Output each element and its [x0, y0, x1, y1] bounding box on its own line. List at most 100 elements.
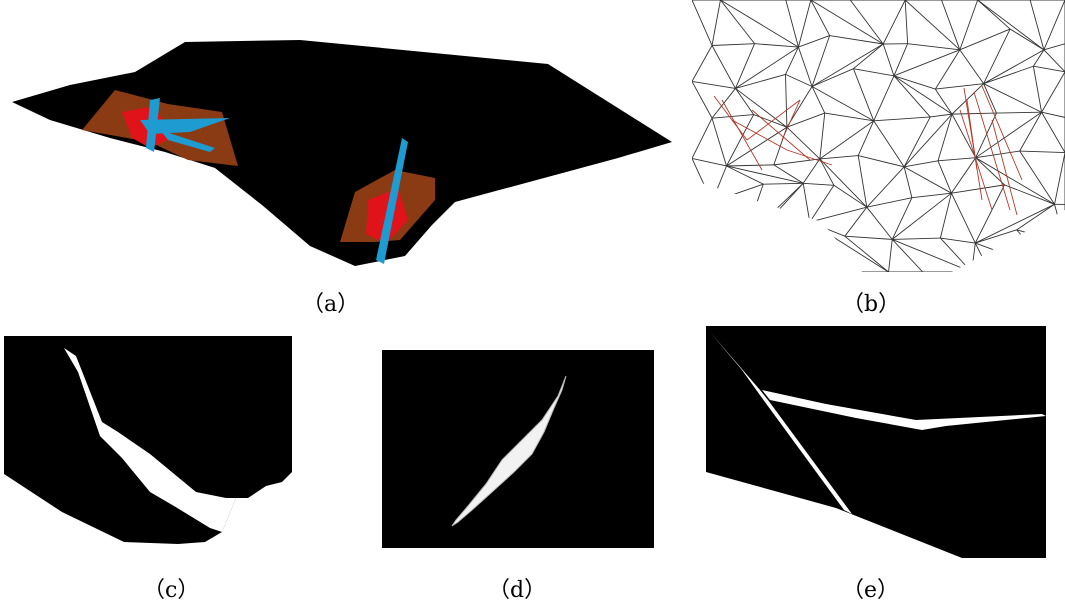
mesh-edge — [930, 114, 952, 117]
mesh-edge — [952, 113, 997, 114]
caption-b: （b） — [842, 286, 900, 318]
mesh-edge — [1042, 112, 1065, 152]
mesh-edge — [905, 0, 960, 50]
mesh-highlight-edge — [714, 96, 747, 140]
mesh-edge — [874, 117, 931, 121]
mesh-edge — [755, 44, 799, 47]
mesh-edge — [942, 0, 960, 50]
mesh-edge — [867, 207, 892, 239]
mesh-edge — [727, 166, 804, 183]
mesh-edge — [692, 0, 712, 45]
mesh-edge — [975, 185, 1004, 243]
mesh-edge — [853, 69, 894, 76]
mesh-edge — [976, 112, 1042, 157]
mesh-edge — [1020, 151, 1055, 204]
mesh-edge — [803, 159, 820, 183]
mesh-edge — [820, 156, 858, 159]
mesh-edge — [960, 29, 1010, 50]
mesh-edge — [858, 156, 904, 167]
mesh-highlight-edge — [752, 110, 810, 160]
mesh-edge — [692, 81, 712, 118]
caption-e: （e） — [842, 572, 899, 604]
mesh-edge — [712, 44, 755, 46]
mesh-edge — [727, 115, 754, 166]
mesh-edge — [803, 183, 834, 185]
mesh-edge — [692, 45, 712, 81]
mesh-edge — [735, 88, 786, 127]
mesh-edge — [798, 36, 829, 48]
mesh-edge — [1044, 44, 1065, 50]
mesh-edge — [712, 115, 754, 119]
mesh-edge — [798, 47, 812, 86]
mesh-edge — [892, 198, 912, 240]
mesh-edge — [763, 183, 803, 184]
mesh-edge — [830, 36, 884, 44]
mesh-edge — [735, 88, 753, 114]
mesh-edge — [834, 185, 867, 207]
mesh-edge — [894, 50, 960, 76]
mesh-edge — [1020, 112, 1042, 151]
mesh-edge — [978, 0, 1010, 29]
mesh-edge — [787, 113, 825, 127]
mesh-edge — [951, 193, 975, 243]
mesh-edge — [786, 0, 799, 47]
mesh-edge — [720, 0, 754, 44]
mesh-edge — [960, 50, 984, 84]
mesh-edge — [935, 84, 983, 89]
mesh-edge — [786, 74, 787, 127]
panel-a-3d-fracture-model — [0, 20, 690, 270]
mesh-edge — [940, 193, 951, 238]
panel-b-triangular-mesh — [692, 0, 1065, 272]
mesh-edge — [692, 81, 735, 88]
mesh-edge — [905, 0, 907, 44]
mesh-edge — [712, 45, 735, 88]
mesh-edge — [1042, 72, 1065, 112]
mesh-boundary-mask — [692, 180, 862, 272]
mesh-edge — [912, 193, 951, 198]
mesh-edge — [904, 167, 951, 193]
mesh-highlight-edge — [967, 100, 977, 170]
mesh-edge — [978, 0, 1044, 50]
mesh-edge — [892, 239, 923, 272]
mesh-edge — [798, 0, 810, 47]
mesh-edge — [692, 158, 727, 166]
mesh-edge — [892, 238, 940, 239]
mesh-edge — [892, 239, 971, 272]
mesh-highlight-edge — [992, 120, 1017, 215]
mesh-edge — [712, 0, 720, 45]
mesh-edge — [938, 158, 976, 161]
panel-c-cross-section — [0, 332, 300, 552]
mesh-edge — [874, 76, 894, 121]
caption-c: （c） — [143, 572, 199, 604]
mesh-edge — [883, 0, 905, 44]
mesh-boundary-mask — [952, 210, 1065, 272]
mesh-edge — [1055, 153, 1065, 205]
caption-a: （a） — [302, 286, 359, 318]
mesh-edge — [984, 84, 997, 113]
caption-d: （d） — [488, 572, 546, 604]
mesh-edge — [811, 0, 883, 44]
mesh-edge — [867, 198, 912, 207]
mesh-edge — [951, 185, 1004, 193]
mesh-edge — [951, 158, 975, 193]
mesh-edge — [850, 0, 883, 44]
mesh-edge — [712, 118, 727, 166]
mesh-edge — [938, 161, 951, 193]
mesh-edge — [812, 44, 883, 86]
mesh-edge — [774, 159, 820, 165]
mesh-edge — [692, 118, 712, 158]
mesh-edge — [938, 114, 952, 161]
mesh-edge — [935, 89, 952, 114]
mesh-edge — [1044, 0, 1065, 50]
mesh-edge — [720, 0, 798, 47]
mesh-highlight-edge — [782, 100, 800, 140]
mesh-edge — [976, 151, 1020, 158]
mesh-edge — [960, 0, 978, 50]
panel-e-section — [706, 326, 1048, 562]
mesh-edge — [774, 165, 803, 183]
mesh-edge — [984, 84, 1042, 113]
mesh-edge — [845, 207, 867, 236]
mesh-edge — [853, 44, 883, 69]
mesh-highlight-edge — [722, 100, 762, 170]
cross-section-solid — [4, 336, 292, 544]
